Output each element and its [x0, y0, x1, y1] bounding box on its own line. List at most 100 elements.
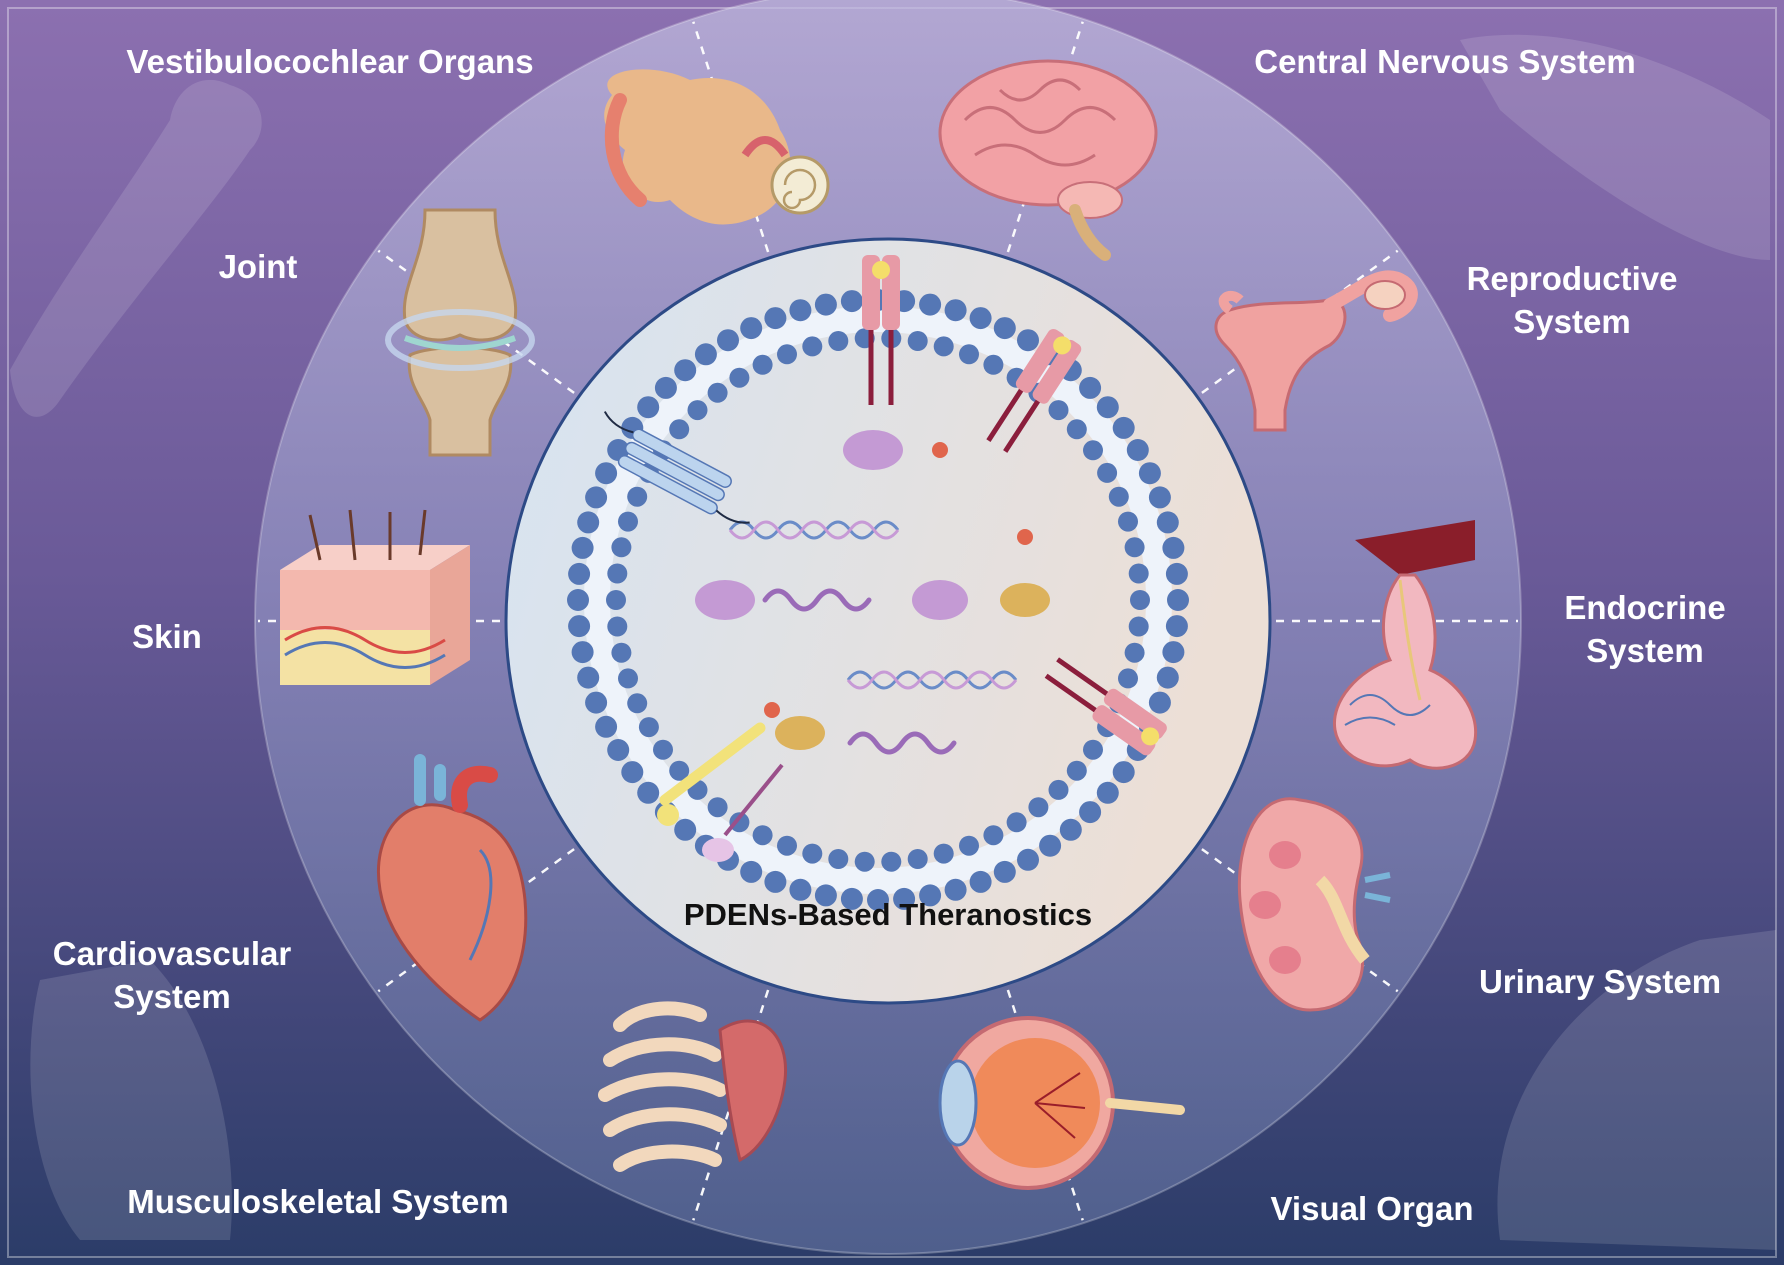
lipid-head: [752, 825, 773, 846]
lipid-head: [637, 781, 660, 804]
lipid-head: [1167, 589, 1189, 611]
lipid-head: [618, 668, 638, 689]
lipid-head: [707, 797, 728, 818]
label-skin: Skin: [132, 618, 202, 655]
lipid-head: [1096, 396, 1119, 419]
lipid-head: [740, 860, 763, 883]
lipid-head: [1118, 511, 1138, 532]
lipid-head: [1162, 641, 1185, 664]
lipid-head: [1156, 511, 1179, 534]
lipid-head: [933, 843, 954, 864]
lipid-head: [919, 293, 942, 316]
lipid-head: [867, 889, 889, 911]
lipid-head: [959, 344, 979, 365]
muscle-silhouette: [1460, 34, 1770, 260]
lipid-head: [1112, 416, 1135, 439]
lipid-head: [1126, 439, 1149, 461]
lipid-head: [1130, 590, 1150, 610]
lipid-head: [802, 843, 823, 864]
rna-strand: [847, 731, 957, 755]
receptor-top-right: [986, 328, 1082, 453]
knee-joint-icon: [385, 208, 535, 457]
lipid-head: [1108, 486, 1129, 507]
lipid-head: [854, 851, 875, 872]
protein-purple-right: [912, 580, 968, 620]
lipid-head: [1028, 797, 1049, 818]
cell-silhouette: [1497, 930, 1776, 1250]
lipid-head: [571, 536, 594, 559]
lipid-head: [1066, 419, 1087, 440]
lipid-head: [777, 344, 797, 365]
lipid-head: [595, 715, 618, 738]
lipid-head: [627, 693, 648, 714]
lipid-head: [1066, 760, 1087, 781]
lipid-head: [669, 760, 690, 781]
lipid-head: [969, 307, 992, 330]
lipid-head: [1124, 642, 1145, 663]
lipid-head: [1017, 329, 1039, 352]
lipid-head: [611, 642, 632, 663]
background-silhouettes: [10, 34, 1776, 1250]
dna-double-helix: [728, 520, 900, 540]
label-musculoskeletal-system: Musculoskeletal System: [127, 1183, 509, 1220]
uterus-icon: [1214, 270, 1418, 432]
small-molecule-dot: [1017, 529, 1033, 545]
protein-purple-left: [695, 580, 755, 620]
lipid-head: [1128, 563, 1149, 584]
lipid-head: [1079, 376, 1102, 399]
lipid-head: [1148, 486, 1171, 509]
lipid-head: [983, 354, 1004, 375]
lipid-head: [637, 396, 660, 419]
lipid-head: [568, 615, 591, 638]
pituitary-icon: [1332, 520, 1478, 770]
lipid-head: [919, 884, 942, 907]
lipid-head: [1118, 668, 1138, 689]
lipid-head: [1083, 440, 1103, 461]
lipid-head: [1059, 818, 1082, 841]
label-urinary-system: Urinary System: [1479, 963, 1721, 1000]
lipid-head: [1162, 536, 1185, 559]
lipid-head: [993, 317, 1016, 340]
lipid-head: [674, 818, 697, 841]
lipid-head: [814, 293, 837, 316]
lipid-head: [1048, 400, 1069, 421]
lipid-head: [752, 354, 773, 375]
center-title: PDENs-Based Theranostics: [684, 897, 1092, 932]
membrane-receptors: [603, 255, 1167, 862]
lipid-head: [1112, 761, 1135, 784]
lipid-head: [764, 870, 787, 893]
lipid-head: [694, 343, 717, 366]
lipid-head: [717, 329, 739, 352]
lipid-head: [907, 331, 928, 351]
lipid-head: [1017, 848, 1039, 871]
lipid-head: [828, 849, 849, 869]
lipid-head: [618, 511, 638, 532]
lipid-head: [669, 419, 690, 440]
lipid-head: [577, 666, 600, 689]
lipid-head: [607, 616, 628, 637]
brain-icon: [938, 59, 1158, 261]
lipid-head: [607, 739, 630, 761]
lipid-head: [653, 739, 673, 760]
protein-gold-bottom: [775, 716, 825, 750]
lipid-head: [840, 290, 863, 313]
lipid-head: [606, 590, 626, 610]
receptor-bottom-right: [1044, 657, 1167, 756]
lipid-head: [1128, 616, 1149, 637]
lipid-head: [654, 376, 677, 399]
lipid-head: [789, 299, 812, 322]
ribcage-shoulder-icon: [598, 1001, 788, 1172]
lipid-head: [944, 878, 967, 901]
label-central-nervous-system: Central Nervous System: [1254, 43, 1635, 80]
lipid-head: [729, 367, 750, 388]
eye-icon: [938, 1016, 1185, 1190]
lipid-head: [595, 462, 618, 485]
lipid-head: [1048, 779, 1069, 800]
lipid-head: [983, 825, 1004, 846]
lipid-head: [933, 336, 954, 357]
lipid-head: [740, 317, 763, 340]
lipid-head: [611, 537, 632, 558]
kidney-icon: [1237, 797, 1391, 1012]
lipid-head: [1148, 691, 1171, 714]
